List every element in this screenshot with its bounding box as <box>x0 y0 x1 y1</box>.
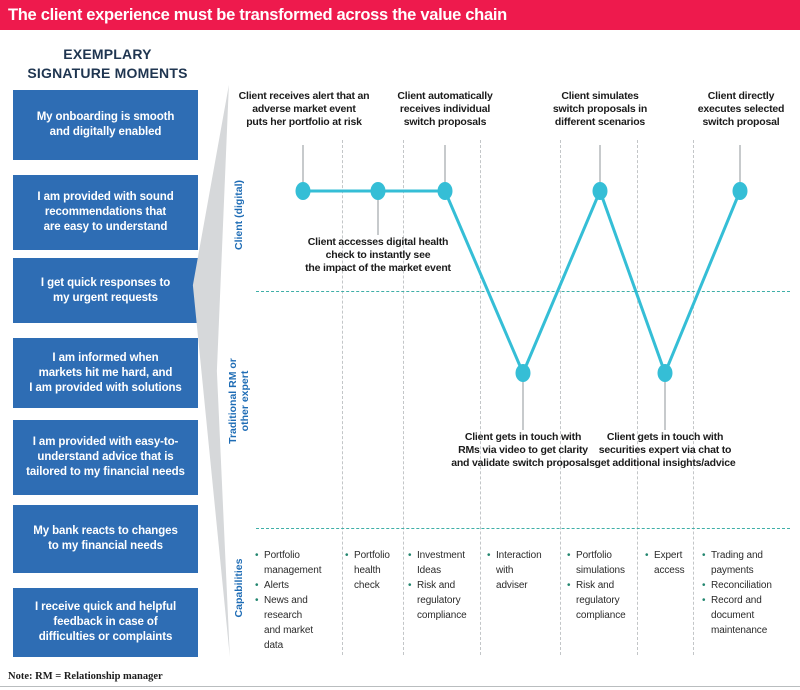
bullet-icon: • <box>487 550 491 561</box>
annotation-alert: Client receives alert that an adverse ma… <box>238 90 370 128</box>
capability-column: • Investment Ideas • Risk and regulatory co… <box>408 548 467 623</box>
capability-label: Investment Ideas <box>417 550 465 576</box>
annotation-executes: Client directly executes selected switch… <box>697 90 785 128</box>
bullet-icon: • <box>255 580 259 591</box>
signature-moment-box: I get quick responses to my urgent reque… <box>13 258 198 323</box>
capability-item: • Reconciliation <box>702 578 774 593</box>
capability-column: • Portfolio management • Alerts • News and re… <box>255 548 321 653</box>
bullet-icon: • <box>345 550 349 561</box>
annotation-rm-video: Client gets in touch with RMs via video … <box>451 431 595 469</box>
capability-label: Portfolio health check <box>354 550 390 591</box>
capability-label: Trading and payments <box>711 550 763 576</box>
column-divider <box>560 140 561 655</box>
journey-dot <box>592 182 608 200</box>
journey-line <box>303 186 742 378</box>
signature-moments-list: My onboarding is smooth and digitally en… <box>13 0 198 690</box>
capability-label: Reconciliation <box>711 580 772 591</box>
capability-item: • Risk and regulatory compliance <box>408 578 467 623</box>
bullet-icon: • <box>702 550 706 561</box>
annotation-simulates: Client simulates switch proposals in dif… <box>552 90 648 128</box>
column-divider <box>342 140 343 655</box>
bullet-icon: • <box>702 580 706 591</box>
capability-label: News and research and market data <box>264 595 314 651</box>
bullet-icon: • <box>255 595 259 606</box>
column-divider <box>693 140 694 655</box>
capability-label: Portfolio management <box>264 550 322 576</box>
annotation-health-check: Client accesses digital health check to … <box>305 236 451 274</box>
journey-dot <box>295 182 311 200</box>
capability-column: • Portfolio health check <box>345 548 393 593</box>
signature-moment-box: I am informed when markets hit me hard, … <box>13 338 198 408</box>
lane-label-traditional-rm: Traditional RM or other expert <box>227 358 251 444</box>
bullet-icon: • <box>567 580 571 591</box>
capability-column: • Interaction with adviser <box>487 548 547 593</box>
capability-label: Risk and regulatory compliance <box>417 580 467 621</box>
lane-divider <box>256 528 790 529</box>
lane-label-capabilities: Capabilities <box>233 558 245 618</box>
capability-label: Record and document maintenance <box>711 595 768 636</box>
bottom-rule <box>0 686 800 687</box>
capability-item: • Alerts <box>255 578 321 593</box>
bullet-icon: • <box>645 550 649 561</box>
capability-label: Alerts <box>264 580 289 591</box>
journey-dot <box>732 182 748 200</box>
page-title: The client experience must be transforme… <box>8 6 507 24</box>
capability-column: • Trading and payments • Reconciliation • Rec… <box>702 548 774 638</box>
journey-dot <box>437 182 453 200</box>
capability-item: • Investment Ideas <box>408 548 466 578</box>
capability-column: • Expert access <box>645 548 687 578</box>
capability-item: • News and research and market data <box>255 593 321 653</box>
capability-column: • Portfolio simulations • Risk and regulato… <box>567 548 626 623</box>
annotation-switch-proposals: Client automatically receives individual… <box>397 90 493 128</box>
header-bar: The client experience must be transforme… <box>0 0 800 30</box>
signature-moment-box: My onboarding is smooth and digitally en… <box>13 90 198 160</box>
capability-item: • Portfolio management <box>255 548 321 578</box>
journey-dot <box>515 364 531 382</box>
journey-dot <box>657 364 673 382</box>
bullet-icon: • <box>408 550 412 561</box>
capability-item: • Interaction with adviser <box>487 548 547 593</box>
sidebar-title: EXEMPLARY SIGNATURE MOMENTS <box>27 46 188 81</box>
capability-item: • Expert access <box>645 548 687 578</box>
capability-item: • Portfolio health check <box>345 548 393 593</box>
signature-moment-box: I am provided with easy-to- understand a… <box>13 420 198 495</box>
capability-item: • Portfolio simulations <box>567 548 625 578</box>
capability-item: • Risk and regulatory compliance <box>567 578 626 623</box>
column-divider <box>480 140 481 655</box>
lane-divider <box>256 291 790 292</box>
bullet-icon: • <box>255 550 259 561</box>
column-divider <box>637 140 638 655</box>
capability-label: Expert access <box>654 550 685 576</box>
footnote: Note: RM = Relationship manager <box>8 671 163 682</box>
capability-item: • Trading and payments <box>702 548 774 578</box>
annotation-expert-chat: Client gets in touch with securities exp… <box>594 431 736 469</box>
capability-label: Portfolio simulations <box>576 550 625 576</box>
bullet-icon: • <box>702 595 706 606</box>
lane-label-client-digital: Client (digital) <box>233 180 245 250</box>
signature-moment-box: I am provided with sound recommendations… <box>13 175 198 250</box>
signature-moment-box: I receive quick and helpful feedback in … <box>13 588 198 657</box>
column-divider <box>403 140 404 655</box>
journey-dot <box>370 182 386 200</box>
bullet-icon: • <box>567 550 571 561</box>
bullet-icon: • <box>408 580 412 591</box>
capability-label: Interaction with adviser <box>496 550 542 591</box>
capability-item: • Record and document maintenance <box>702 593 774 638</box>
capability-label: Risk and regulatory compliance <box>576 580 626 621</box>
signature-moment-box: My bank reacts to changes to my financia… <box>13 505 198 573</box>
